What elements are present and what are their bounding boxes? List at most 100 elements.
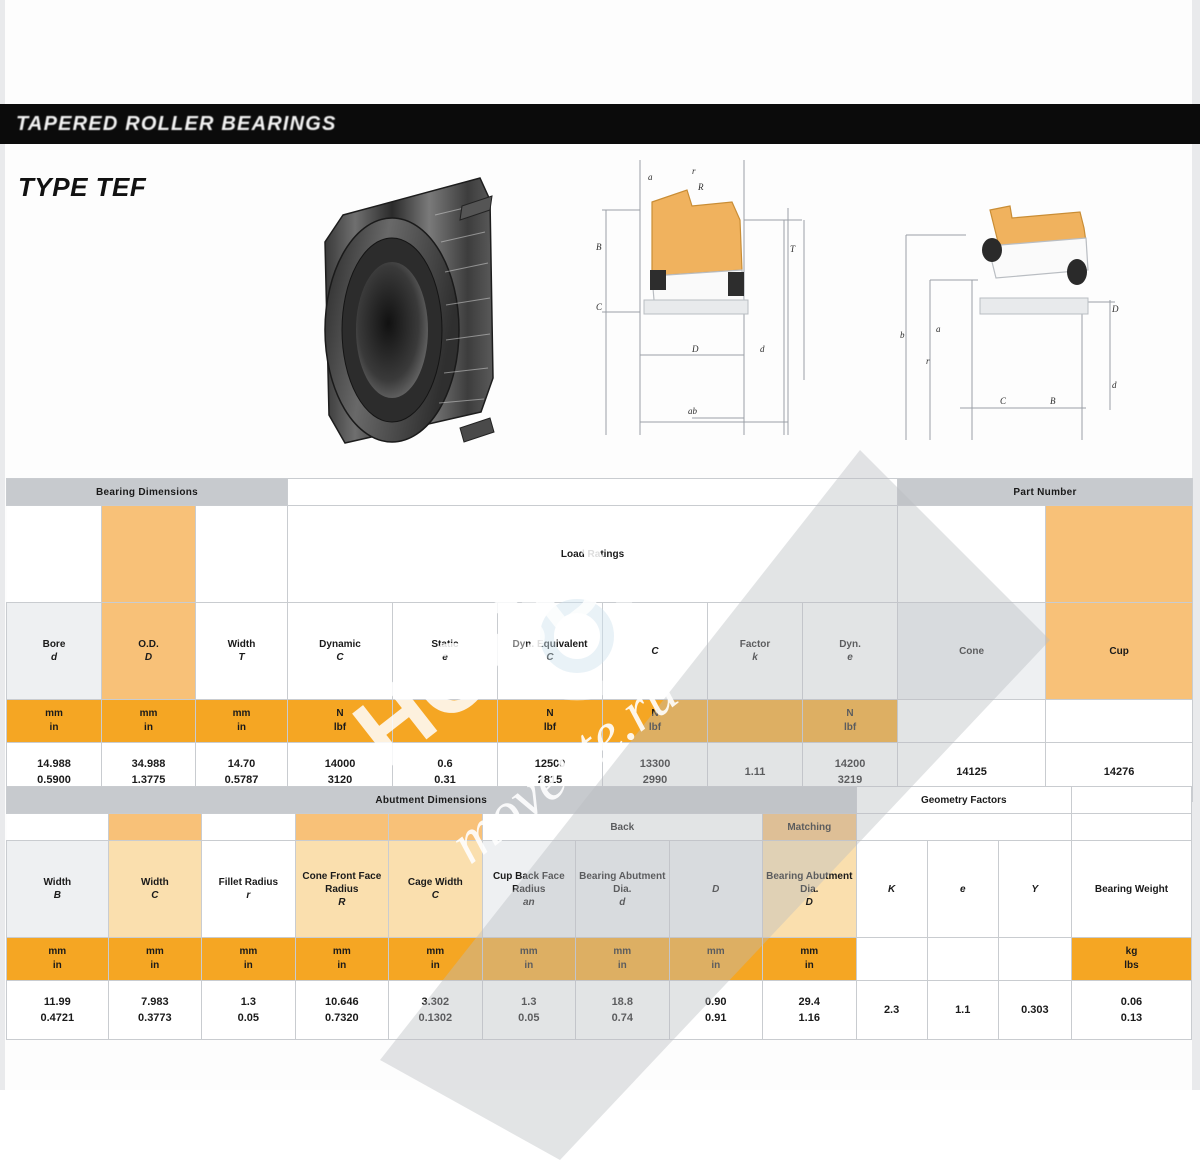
col-width-b-label: Width — [43, 877, 72, 888]
col-width-b-symbol: B — [53, 890, 61, 901]
col-cup-back-face-radius-label: Cup Back Face Radius — [492, 870, 565, 895]
col-width-b: Width B — [6, 840, 109, 938]
unit-cell — [897, 699, 1047, 743]
table2-group-row: Abutment Dimensions Geometry Factors — [6, 786, 1193, 814]
col-bearing-abutment-db: D — [668, 840, 764, 938]
col-bore: Bore d — [6, 602, 102, 700]
svg-text:D: D — [1111, 304, 1119, 314]
col-bore-label: Bore — [42, 639, 66, 650]
value-cell: 1.1 — [926, 980, 999, 1040]
col-cone: Cone — [897, 602, 1047, 700]
page-title: TAPERED ROLLER BEARINGS — [16, 112, 337, 135]
abutment-dimensions-table: Abutment Dimensions Geometry Factors Bac… — [6, 786, 1193, 1040]
col-width-t: Width T — [194, 602, 289, 700]
col-geometry-y0: Y — [997, 840, 1072, 938]
col-bearing-abutment-da-symbol: d — [619, 896, 626, 908]
table1-group-row: Bearing Dimensions Part Number — [5, 478, 1194, 506]
col-bearing-abutment-db-symbol: D — [712, 883, 720, 895]
col-od-symbol: D — [144, 652, 153, 663]
col-dynamic: Dynamic C — [287, 602, 394, 700]
svg-text:B: B — [596, 242, 602, 252]
cross-section-diagram-right: b a r D d C B — [900, 205, 1119, 440]
col-cage-width-symbol: C — [431, 890, 439, 901]
table1-header-row: Bore d O.D. D Width T Dynamic C Static — [6, 602, 1194, 700]
col-geometry-e1-symbol: e — [959, 883, 966, 895]
svg-text:ab: ab — [688, 406, 698, 416]
group-weight-empty — [1070, 786, 1193, 814]
col-dyn-label: Dyn. — [839, 639, 861, 650]
col-fillet-radius-label: Fillet Radius — [218, 877, 279, 888]
svg-text:r: r — [926, 356, 930, 366]
col-width-t-symbol: T — [238, 652, 245, 663]
col-cup-label: Cup — [1109, 645, 1129, 657]
col-dyn-equiv-symbol: C — [546, 652, 554, 663]
unit-cell — [1045, 699, 1194, 743]
col-bearing-abutment-da: Bearing Abutment Dia. d — [575, 840, 670, 938]
sheet-right-edge — [1192, 0, 1200, 1090]
page-bottom-margin — [0, 1090, 1200, 1165]
col-geometry-k-symbol: K — [887, 883, 896, 895]
group-load-ratings-wrap — [287, 478, 899, 506]
sheet-left-edge — [0, 0, 5, 1090]
table1-subgroup-row: Load Ratings — [6, 505, 1194, 603]
svg-text:T: T — [790, 244, 796, 254]
col-matching-abutment-dia-label: Bearing Abutment Dia. — [766, 870, 853, 895]
col-od-label: O.D. — [138, 639, 159, 650]
col-factor: Factor k — [707, 602, 804, 700]
col-dyn-equiv-label: Dyn. Equivalent — [512, 639, 588, 650]
col-factor-symbol: k — [752, 652, 758, 663]
col-cage-width: Cage Width C — [388, 840, 483, 938]
table2-header-row: Width B Width C Fillet Radius r Cone Fro… — [6, 840, 1193, 938]
col-geometry-k: K — [855, 840, 928, 938]
col-matching-abutment-dia-symbol: D — [805, 896, 813, 908]
subgroup-load-ratings: Load Ratings — [287, 505, 899, 603]
col-cone-front-face-radius-label: Cone Front Face Radius — [302, 870, 382, 895]
group-geometry-factors: Geometry Factors — [855, 786, 1072, 814]
col-width-c-label: Width — [141, 877, 169, 888]
svg-text:d: d — [760, 344, 765, 354]
col-bearing-weight-label: Bearing Weight — [1094, 883, 1169, 895]
col-dynamic-symbol: C — [336, 652, 344, 663]
svg-text:a: a — [648, 172, 653, 182]
col-cage-width-label: Cage Width — [407, 877, 463, 888]
col-width-c: Width C — [107, 840, 203, 938]
col-static-symbol: e — [442, 652, 448, 663]
subgroup-back: Back — [481, 813, 764, 841]
col-dynamic-label: Dynamic — [319, 639, 361, 650]
col-geometry-y0-symbol: Y — [1031, 883, 1039, 895]
value-cell: 2.3 — [855, 980, 928, 1040]
col-cone-label: Cone — [959, 645, 985, 657]
cross-section-diagram-left: a r R B C T D d ab — [596, 160, 805, 435]
svg-text:d: d — [1112, 380, 1117, 390]
subgroup-matching: Matching — [762, 813, 857, 841]
unit-cell — [707, 699, 804, 743]
col-matching-abutment-dia: Bearing Abutment Dia. D — [762, 840, 857, 938]
col-width-t-label: Width — [227, 639, 256, 650]
group-bearing-dimensions: Bearing Dimensions — [5, 478, 289, 506]
unit-cell — [392, 699, 499, 743]
col-od: O.D. D — [101, 602, 196, 700]
svg-text:a: a — [936, 324, 941, 334]
